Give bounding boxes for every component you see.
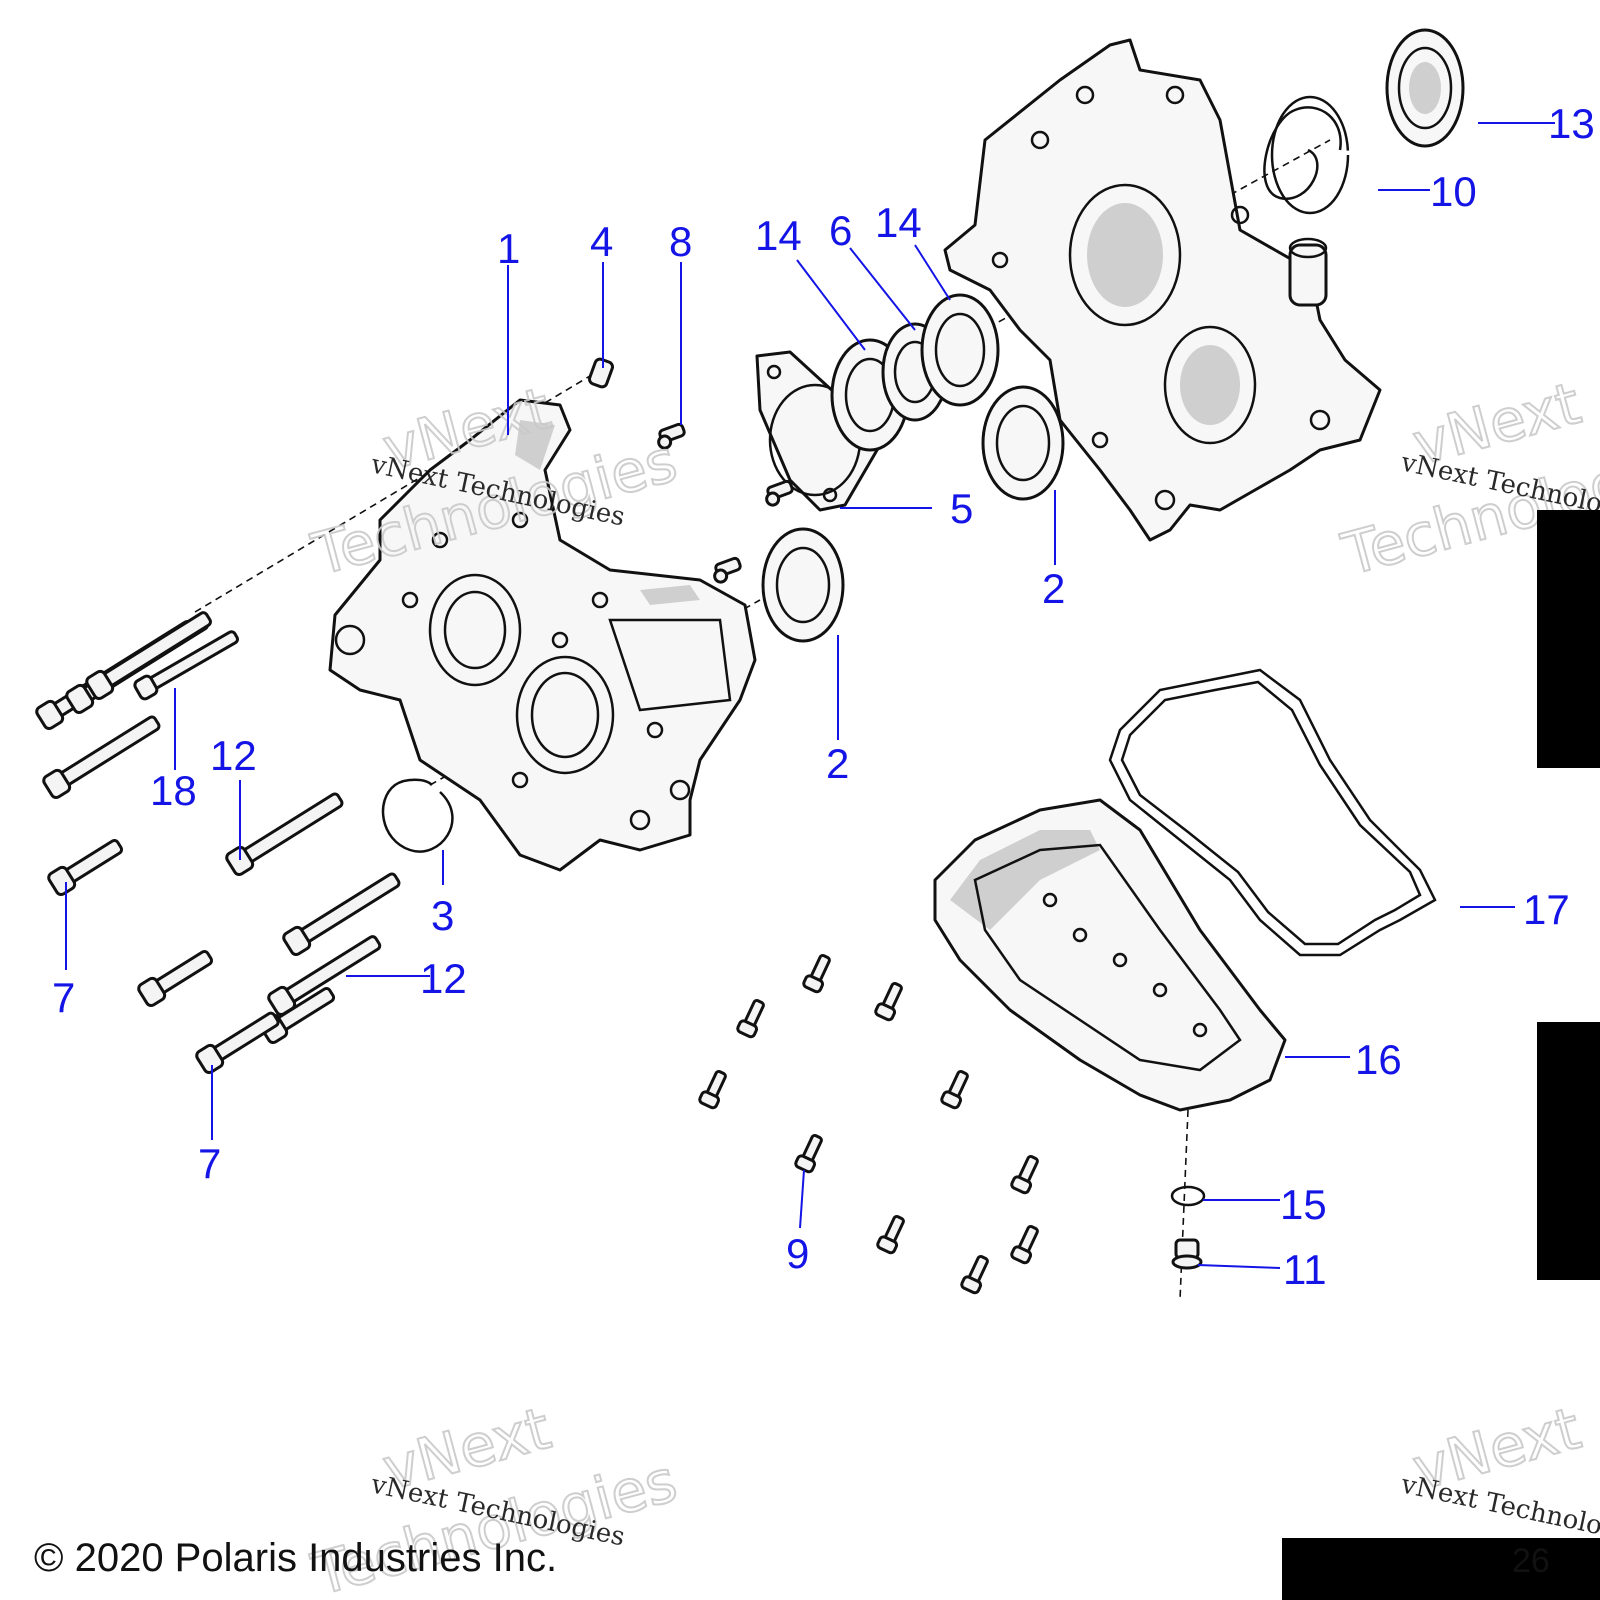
callout-12: 12 [210, 732, 257, 779]
bearing-cover-gasket [755, 350, 882, 512]
redaction-block [1537, 1022, 1600, 1280]
callout-16: 16 [1355, 1036, 1402, 1083]
callout-4: 4 [590, 218, 613, 265]
oil-seal [1385, 28, 1465, 148]
left-crankcase-half [328, 398, 757, 872]
callout-18: 18 [150, 767, 197, 814]
callout-7: 7 [198, 1140, 221, 1187]
callouts: 1 2 2 3 4 5 6 7 7 8 9 10 11 12 12 13 14 … [52, 100, 1595, 1293]
dowel-pin [588, 357, 614, 389]
copyright-notice: © 2020 Polaris Industries Inc. [34, 1536, 558, 1580]
callout-3: 3 [431, 892, 454, 939]
drain-washer [1170, 1185, 1206, 1207]
oil-pan-gasket [1108, 668, 1437, 957]
callout-13: 13 [1548, 100, 1595, 147]
redaction-block [1282, 1538, 1600, 1600]
callout-6: 6 [829, 207, 852, 254]
oil-pan [933, 798, 1287, 1112]
crankcase-bolts [35, 611, 401, 1075]
right-crankcase-half [943, 38, 1382, 542]
small-screws [657, 422, 794, 584]
oil-pan-screws [698, 953, 1039, 1295]
callout-15: 15 [1280, 1181, 1327, 1228]
bearing-upper [981, 385, 1065, 501]
bearing-lower [761, 527, 845, 643]
callout-11: 11 [1283, 1246, 1327, 1293]
callout-2: 2 [1042, 565, 1065, 612]
bearing-stack [830, 293, 1000, 452]
callout-1: 1 [497, 225, 520, 272]
callout-9: 9 [786, 1230, 809, 1277]
redaction-block [1537, 510, 1600, 768]
drain-plug [1171, 1238, 1203, 1270]
callout-17: 17 [1523, 886, 1570, 933]
callout-8: 8 [669, 218, 692, 265]
callout-5: 5 [950, 485, 973, 532]
callout-7: 7 [52, 974, 75, 1021]
callout-2: 2 [826, 740, 849, 787]
retaining-ring-right [1263, 95, 1350, 215]
page-number: 26 [1512, 1542, 1550, 1580]
callout-12: 12 [420, 955, 467, 1002]
callout-10: 10 [1430, 168, 1477, 215]
callout-14: 14 [875, 199, 922, 246]
retaining-ring-left [381, 778, 454, 853]
callout-14: 14 [755, 212, 802, 259]
leader-lines [65, 122, 1555, 1269]
